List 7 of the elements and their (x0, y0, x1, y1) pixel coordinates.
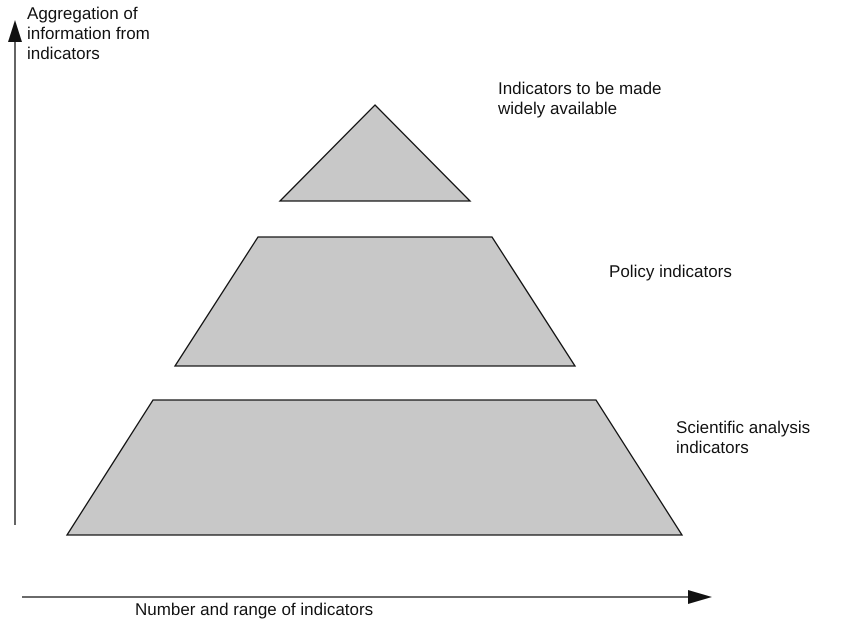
tier-caption: Indicators to be made widely available (498, 79, 662, 119)
pyramid-apex (280, 105, 470, 201)
pyramid-tier (175, 237, 575, 366)
tier-caption: Scientific analysis indicators (676, 418, 812, 458)
axis-label: Aggregation of information from indicators (27, 4, 151, 64)
tier-caption: Policy indicators (609, 262, 732, 282)
axis-label: Number and range of indicators (135, 600, 374, 620)
